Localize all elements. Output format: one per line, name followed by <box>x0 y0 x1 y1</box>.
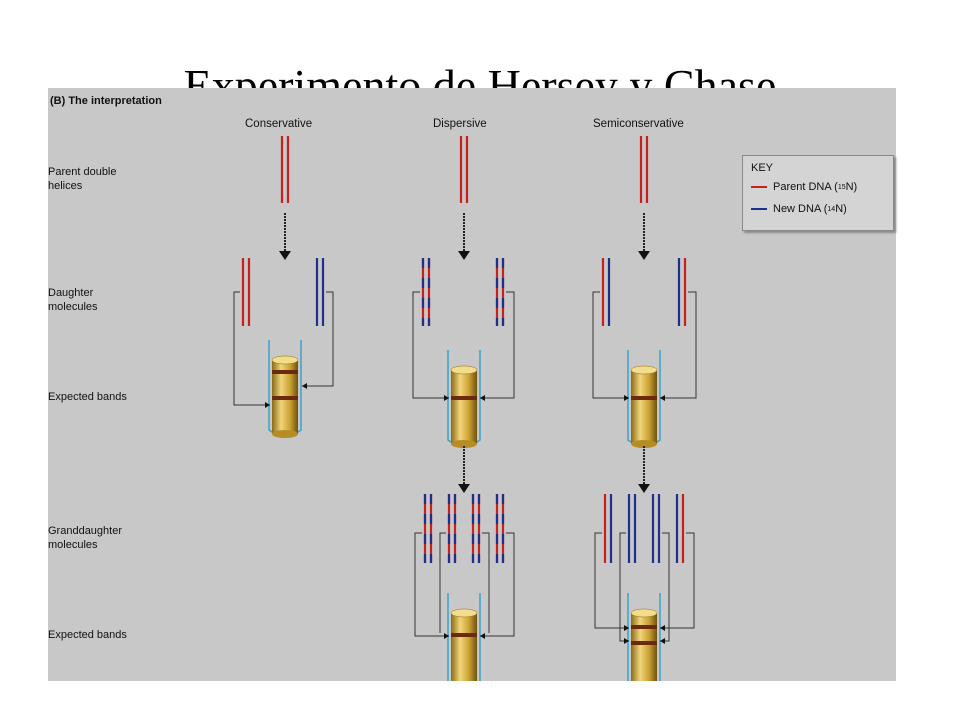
connector-line <box>233 291 270 406</box>
tube-liquid-bottom <box>451 440 477 448</box>
tube-liquid-top <box>630 365 658 375</box>
dna-band <box>631 396 657 400</box>
tube-liquid-top <box>271 355 299 365</box>
arrowhead-icon <box>444 633 449 639</box>
column-header-semiconservative: Semiconservative <box>593 118 684 130</box>
connector-line <box>439 532 446 633</box>
dna-band <box>272 396 298 400</box>
tube-liquid <box>631 613 657 681</box>
arrowhead-icon <box>638 251 650 260</box>
dna-band <box>451 633 477 637</box>
dna-band <box>451 396 477 400</box>
connector-line <box>592 291 629 399</box>
connector-line <box>414 532 449 637</box>
tube-liquid-top <box>630 608 658 618</box>
tube-liquid-bottom <box>272 430 298 438</box>
new-dna-swatch <box>751 208 767 210</box>
diagram-canvas <box>233 136 697 681</box>
column-header-dispersive: Dispersive <box>433 118 487 130</box>
connector-line <box>482 532 490 633</box>
arrowhead-icon <box>279 251 291 260</box>
arrowhead-icon <box>660 625 665 631</box>
connector-line <box>302 291 334 387</box>
tube-liquid <box>451 613 477 681</box>
tube-liquid-top <box>450 365 478 375</box>
arrowhead-icon <box>302 383 307 389</box>
tube-liquid <box>631 370 657 444</box>
legend-title: KEY <box>751 162 774 174</box>
row-label-expected-bands-1: Expected bands <box>48 391 127 403</box>
dna-band <box>631 641 657 645</box>
connector-line <box>660 291 697 399</box>
tube-liquid <box>451 370 477 444</box>
tube-liquid-top <box>450 608 478 618</box>
arrowhead-icon <box>458 484 470 493</box>
dna-band <box>272 370 298 374</box>
arrowhead-icon <box>624 395 629 401</box>
arrowhead-icon <box>660 638 665 644</box>
tube-liquid-bottom <box>631 440 657 448</box>
arrowhead-icon <box>265 402 270 408</box>
arrowhead-icon <box>638 484 650 493</box>
panel-label: (B) The interpretation <box>50 95 162 107</box>
dna-band <box>631 625 657 629</box>
connector-line <box>594 532 629 629</box>
parent-dna-swatch <box>751 186 767 188</box>
row-label-expected-bands-2: Expected bands <box>48 629 127 641</box>
arrowhead-icon <box>480 633 485 639</box>
connector-line <box>660 532 670 642</box>
arrowhead-icon <box>444 395 449 401</box>
arrowhead-icon <box>660 395 665 401</box>
connector-line <box>412 291 449 399</box>
arrowhead-icon <box>624 638 629 644</box>
connector-line <box>480 291 515 399</box>
arrowhead-icon <box>624 625 629 631</box>
figure-panel: (B) The interpretation Conservative Disp… <box>48 88 896 681</box>
arrowhead-icon <box>480 395 485 401</box>
arrowhead-icon <box>458 251 470 260</box>
connector-line <box>660 532 695 629</box>
column-header-conservative: Conservative <box>245 118 313 130</box>
connector-line <box>480 532 515 637</box>
